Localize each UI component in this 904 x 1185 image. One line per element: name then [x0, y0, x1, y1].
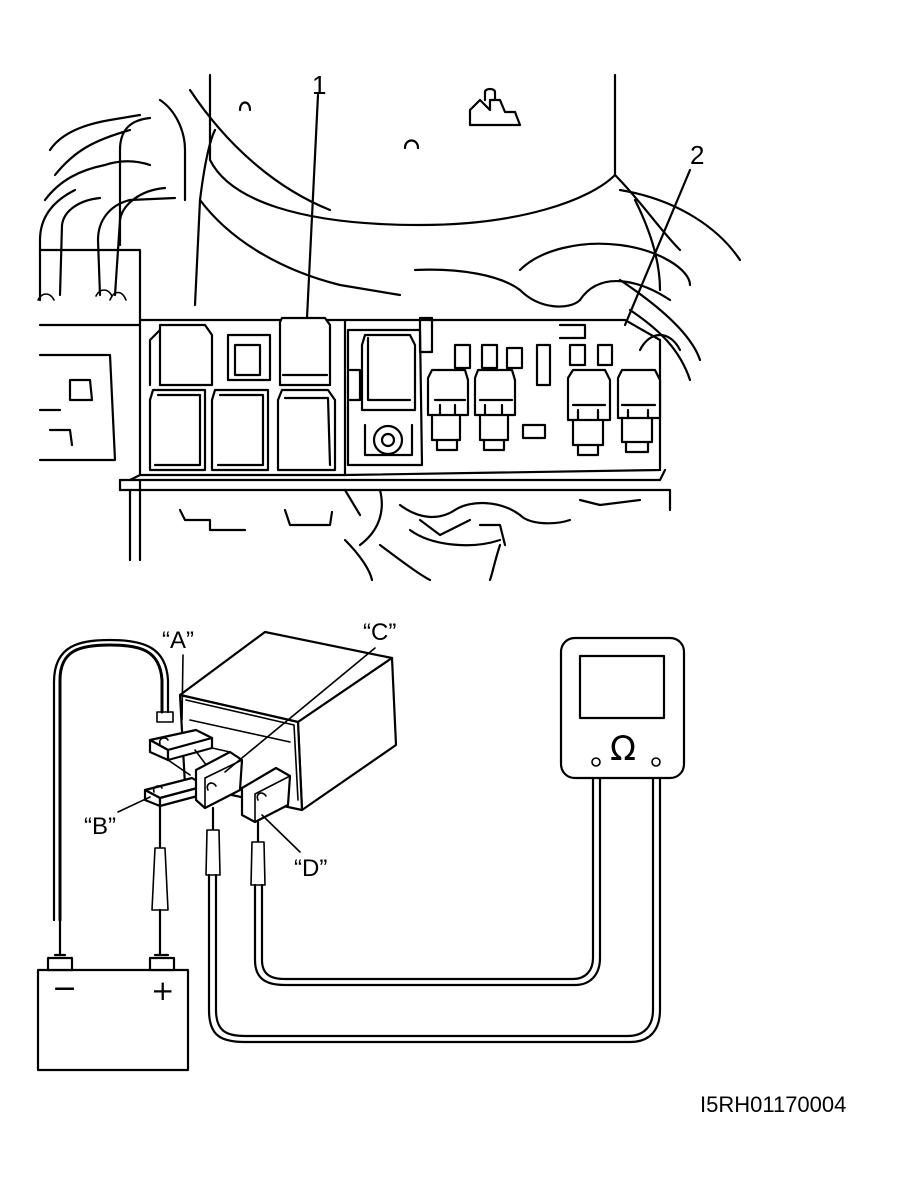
callout-2: 2: [690, 140, 704, 170]
figure-code: I5RH01170004: [700, 1092, 846, 1117]
relay-box-housing: [118, 316, 672, 582]
circuit-wires: [52, 638, 662, 1044]
battery: − +: [36, 953, 190, 1072]
relay-box-illustration: 1 2: [37, 70, 742, 582]
small-relays-right: [426, 368, 662, 457]
terminal-a-label: “A”: [162, 627, 194, 654]
ohmmeter: Ω: [559, 636, 686, 780]
ohm-symbol: Ω: [610, 729, 636, 769]
battery-positive-symbol: +: [151, 974, 174, 1007]
relay-part-1: [276, 316, 337, 472]
relay-test-circuit: “A” “C” “B” “D”: [36, 619, 686, 1072]
relay-terminals: [143, 728, 292, 824]
engine-background: [37, 73, 742, 462]
relay-cluster-left: [148, 323, 272, 472]
terminal-b-label: “B”: [84, 813, 116, 840]
callouts: 1 2: [305, 70, 704, 327]
terminal-d-label: “D”: [294, 855, 327, 882]
terminal-c-label: “C”: [363, 619, 396, 646]
fuse-sockets: [418, 316, 614, 440]
battery-negative-symbol: −: [52, 971, 77, 1006]
terminal-labels: “A” “C” “B” “D”: [84, 619, 396, 882]
relay-block-middle: [346, 328, 424, 467]
callout-1: 1: [312, 70, 326, 100]
